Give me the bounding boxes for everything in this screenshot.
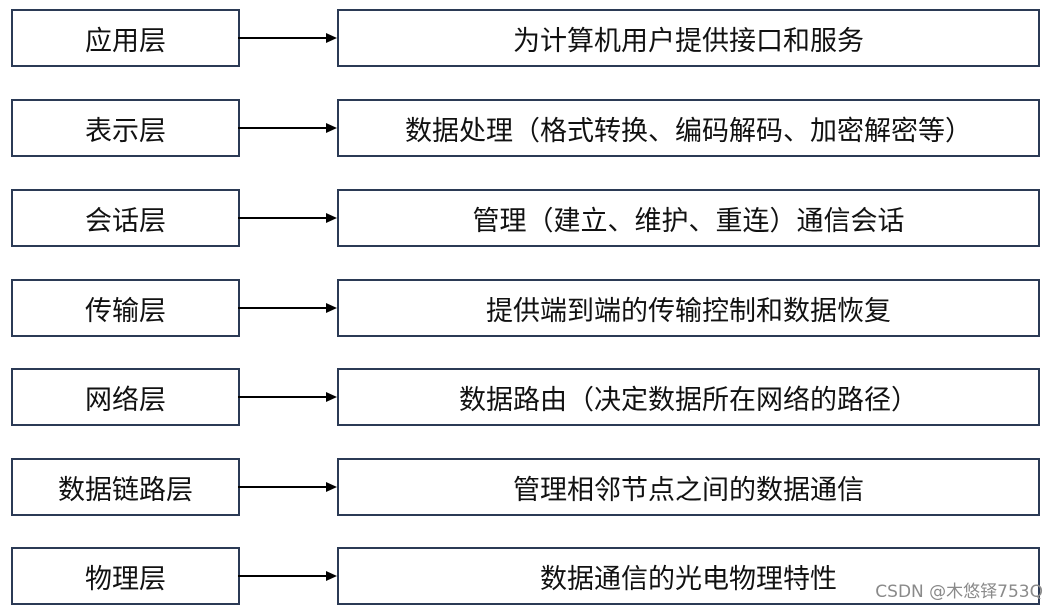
layer-row-data-link: 数据链路层 管理相邻节点之间的数据通信 (0, 458, 1051, 516)
layer-description-box: 管理相邻节点之间的数据通信 (337, 458, 1040, 516)
layer-name-box: 传输层 (11, 279, 240, 337)
arrow-right-icon (238, 123, 337, 133)
layer-description-box: 数据路由（决定数据所在网络的路径） (337, 368, 1040, 426)
layer-row-network: 网络层 数据路由（决定数据所在网络的路径） (0, 368, 1051, 426)
layer-description: 数据路由（决定数据所在网络的路径） (459, 384, 918, 416)
layer-name: 传输层 (85, 295, 166, 327)
layer-name-box: 应用层 (11, 9, 240, 67)
layer-name-box: 表示层 (11, 99, 240, 157)
arrow-right-icon (238, 33, 337, 43)
layer-description: 提供端到端的传输控制和数据恢复 (486, 295, 891, 327)
arrow-right-icon (238, 482, 337, 492)
layer-row-presentation: 表示层 数据处理（格式转换、编码解码、加密解密等） (0, 99, 1051, 157)
layer-row-physical: 物理层 数据通信的光电物理特性 (0, 547, 1051, 605)
layer-name-box: 数据链路层 (11, 458, 240, 516)
arrow-right-icon (238, 392, 337, 402)
layer-description: 为计算机用户提供接口和服务 (513, 25, 864, 57)
layer-name: 数据链路层 (58, 474, 193, 506)
arrow-right-icon (238, 213, 337, 223)
layer-name: 应用层 (85, 25, 166, 57)
layer-description: 数据通信的光电物理特性 (540, 563, 837, 595)
layer-name-box: 网络层 (11, 368, 240, 426)
layer-description-box: 为计算机用户提供接口和服务 (337, 9, 1040, 67)
arrow-right-icon (238, 571, 337, 581)
arrow-right-icon (238, 303, 337, 313)
layer-name-box: 会话层 (11, 189, 240, 247)
layer-description: 管理相邻节点之间的数据通信 (513, 474, 864, 506)
layer-name: 会话层 (85, 205, 166, 237)
layer-description-box: 提供端到端的传输控制和数据恢复 (337, 279, 1040, 337)
layer-description-box: 数据通信的光电物理特性 (337, 547, 1040, 605)
layer-description: 数据处理（格式转换、编码解码、加密解密等） (405, 115, 972, 147)
layer-description-box: 数据处理（格式转换、编码解码、加密解密等） (337, 99, 1040, 157)
layer-name-box: 物理层 (11, 547, 240, 605)
layer-row-application: 应用层 为计算机用户提供接口和服务 (0, 9, 1051, 67)
layer-name: 表示层 (85, 115, 166, 147)
layer-row-transport: 传输层 提供端到端的传输控制和数据恢复 (0, 279, 1051, 337)
watermark: CSDN @木悠铎753Q (875, 582, 1043, 602)
layer-row-session: 会话层 管理（建立、维护、重连）通信会话 (0, 189, 1051, 247)
layer-description: 管理（建立、维护、重连）通信会话 (472, 205, 905, 237)
layer-name: 物理层 (85, 563, 166, 595)
layer-description-box: 管理（建立、维护、重连）通信会话 (337, 189, 1040, 247)
layer-name: 网络层 (85, 384, 166, 416)
